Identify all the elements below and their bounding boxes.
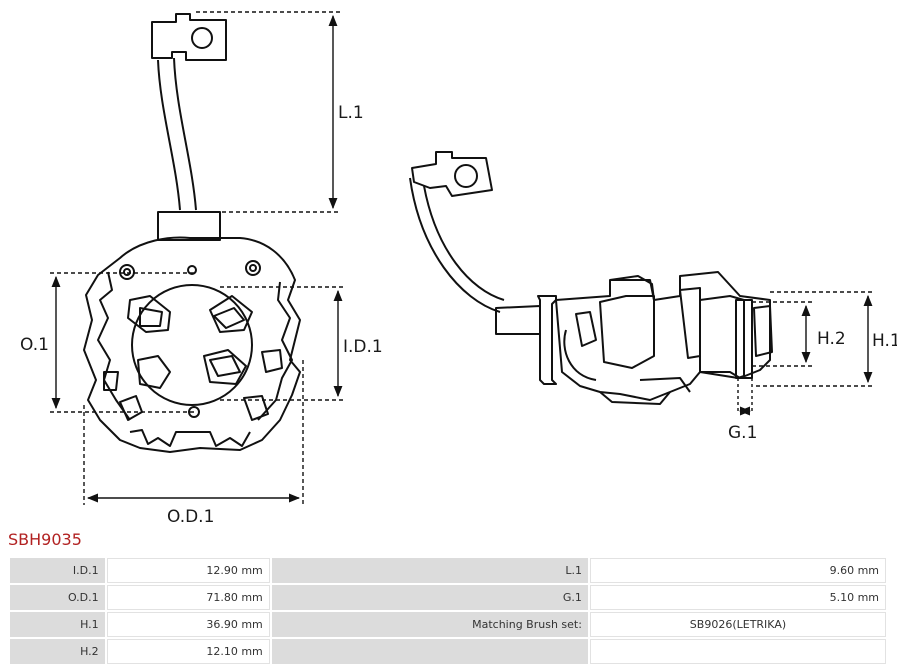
g1-label: G.1 bbox=[728, 423, 757, 443]
wire-lead bbox=[157, 57, 197, 211]
spec-key: L.1 bbox=[271, 558, 588, 583]
id1-label: I.D.1 bbox=[343, 337, 383, 357]
spec-key: O.D.1 bbox=[10, 585, 105, 610]
od1-label: O.D.1 bbox=[167, 507, 214, 527]
terminal-tab bbox=[151, 13, 227, 61]
terminal-hole-side bbox=[454, 164, 478, 188]
spec-key-empty bbox=[271, 639, 588, 664]
spec-key: G.1 bbox=[271, 585, 588, 610]
spec-key: Matching Brush set: bbox=[271, 612, 588, 637]
table-row: O.D.1 71.80 mm G.1 5.10 mm bbox=[10, 585, 886, 610]
front-view bbox=[83, 13, 301, 453]
wire-lead-side bbox=[409, 177, 505, 313]
spec-value-empty bbox=[589, 639, 886, 664]
part-code-title: SBH9035 bbox=[8, 530, 82, 549]
spec-value: 12.10 mm bbox=[106, 639, 270, 664]
table-row: I.D.1 12.90 mm L.1 9.60 mm bbox=[10, 558, 886, 583]
terminal-hole bbox=[191, 27, 213, 49]
spec-value: 5.10 mm bbox=[589, 585, 886, 610]
front-dimensions bbox=[50, 11, 344, 505]
side-dimensions bbox=[737, 291, 874, 416]
spec-value: SB9026(LETRIKA) bbox=[589, 612, 886, 637]
technical-drawing: L.1 O.1 I.D.1 O.D.1 H.1 H.2 G.1 bbox=[20, 11, 897, 527]
terminal-tab-side bbox=[411, 151, 493, 197]
spec-key: I.D.1 bbox=[10, 558, 105, 583]
spec-key: H.1 bbox=[10, 612, 105, 637]
spec-value: 9.60 mm bbox=[589, 558, 886, 583]
side-view bbox=[409, 151, 773, 405]
h1-label: H.1 bbox=[872, 331, 897, 351]
spec-key: H.2 bbox=[10, 639, 105, 664]
brush-plate-outline bbox=[83, 236, 301, 453]
o1-label: O.1 bbox=[20, 335, 49, 355]
spec-table: I.D.1 12.90 mm L.1 9.60 mm O.D.1 71.80 m… bbox=[8, 556, 888, 666]
connector-block bbox=[157, 211, 221, 241]
table-row: H.1 36.90 mm Matching Brush set: SB9026(… bbox=[10, 612, 886, 637]
h2-label: H.2 bbox=[817, 329, 846, 349]
spec-value: 71.80 mm bbox=[106, 585, 270, 610]
inner-bore bbox=[131, 284, 253, 406]
table-row: H.2 12.10 mm bbox=[10, 639, 886, 664]
l1-label: L.1 bbox=[338, 103, 364, 123]
spec-value: 12.90 mm bbox=[106, 558, 270, 583]
spec-value: 36.90 mm bbox=[106, 612, 270, 637]
